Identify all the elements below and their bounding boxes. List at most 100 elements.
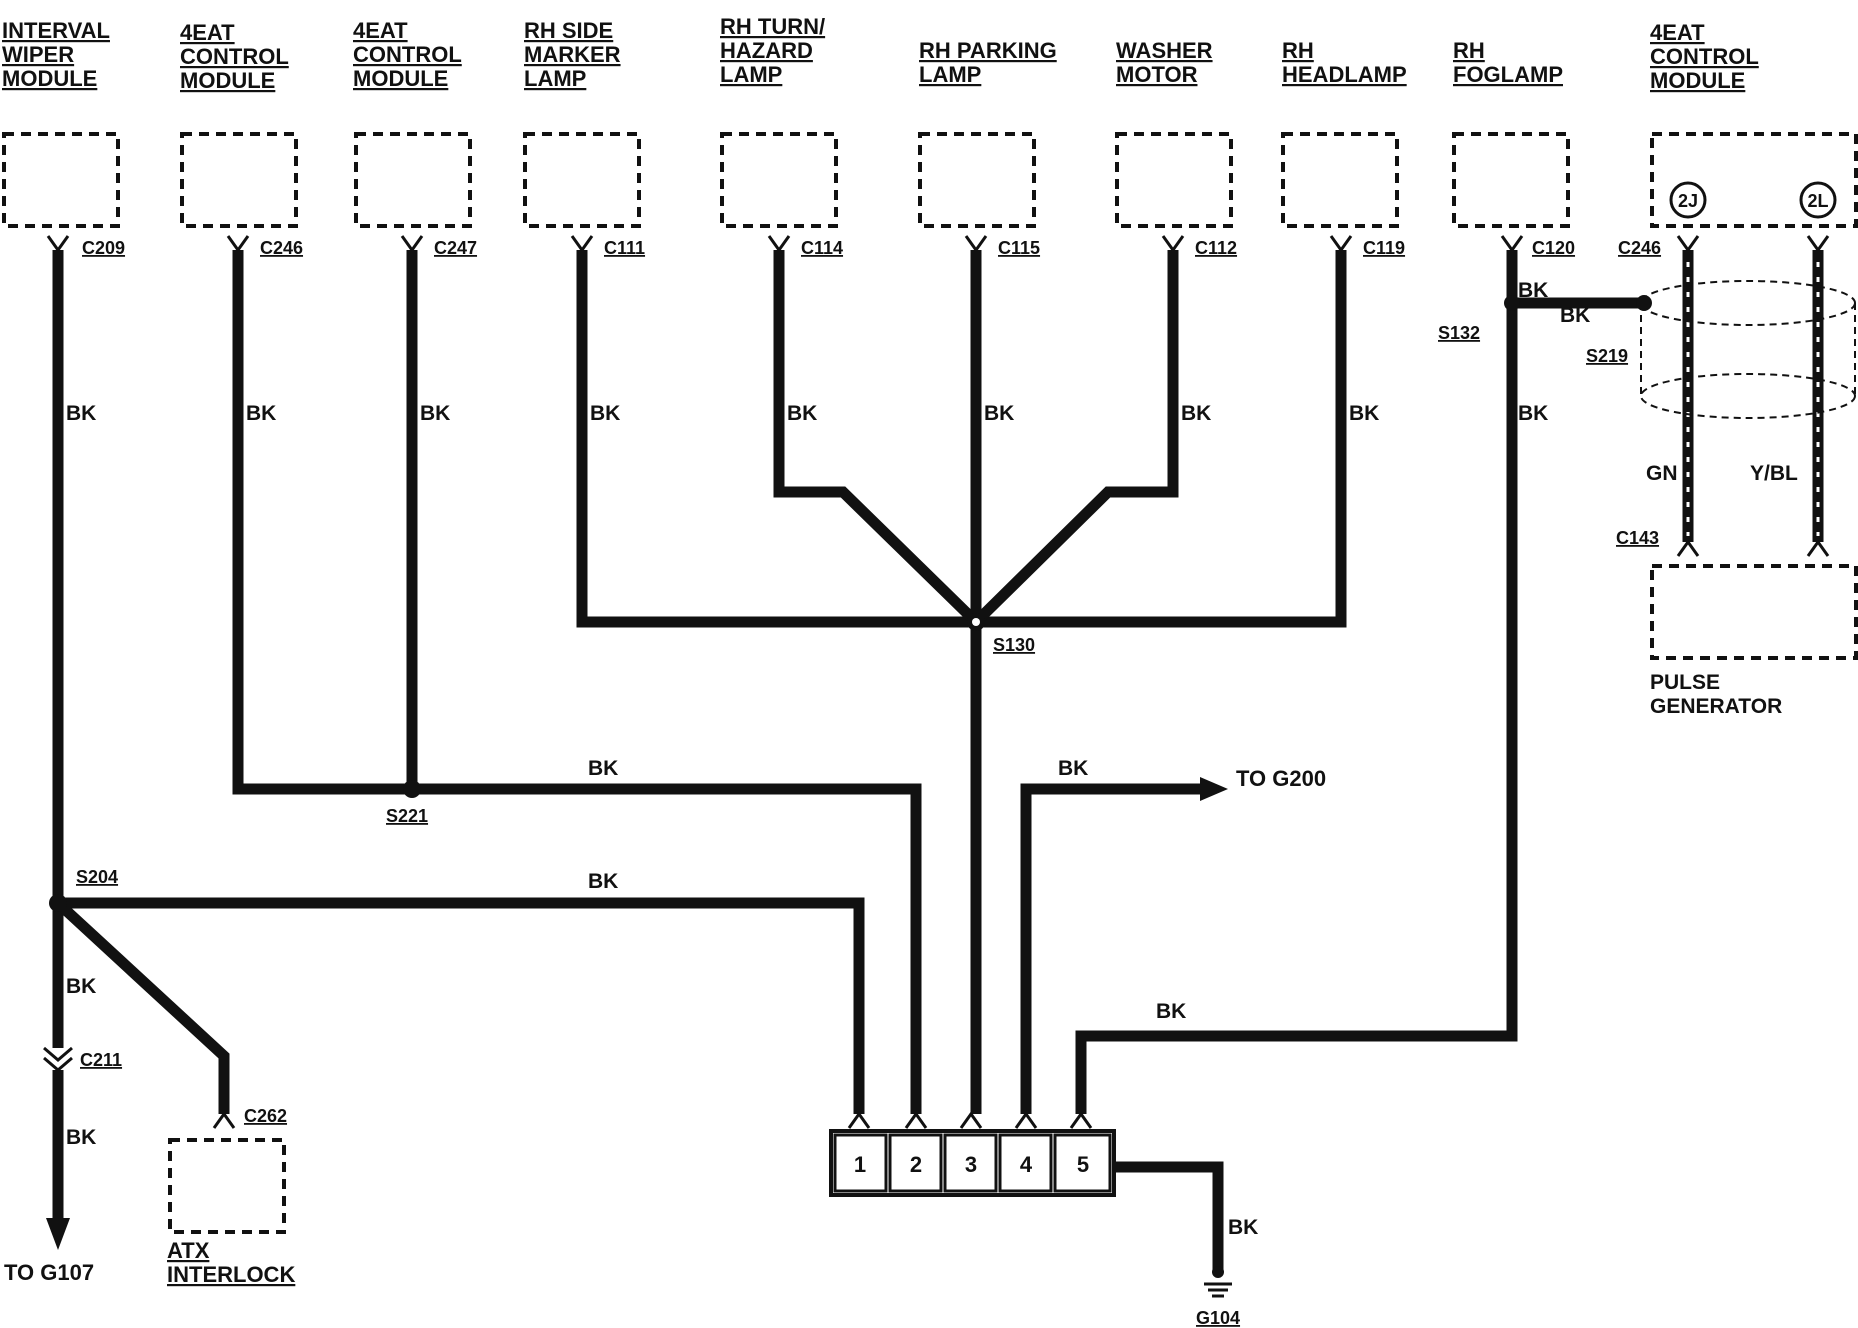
- wire-c120-s132-terminal-5: [1075, 250, 1518, 1114]
- rh-parking-lamp-box: [918, 132, 1036, 228]
- title-line: RH: [1453, 38, 1485, 63]
- connector-c262-label: C262: [244, 1106, 287, 1126]
- connector-c143-gn-symbol: [1676, 539, 1700, 557]
- title-line: MOTOR: [1116, 62, 1198, 87]
- destination-g200-label: TO G200: [1236, 766, 1326, 791]
- wire-c114-s130: [773, 250, 980, 626]
- wire-label-bk: BK: [588, 757, 618, 780]
- connector-c143-label: C143: [1616, 528, 1659, 548]
- wire-label-bk: BK: [246, 402, 276, 425]
- title-line: MODULE: [2, 66, 97, 91]
- 4eat-control-module-a-box: [180, 132, 298, 228]
- wire-color-labels: BK BK BK BK BK BK BK BK BK BK BK BK BK B…: [66, 279, 1798, 1239]
- title-line: CONTROL: [180, 44, 289, 69]
- connector-c111-label: C111: [604, 238, 645, 258]
- arrow-to-g200-icon: [1200, 777, 1228, 801]
- wire-c112-s130: [972, 250, 1179, 626]
- rh-side-marker-lamp-box: [523, 132, 641, 228]
- connector-c262-symbol: [212, 1111, 236, 1129]
- connector-c246-symbol: [226, 235, 250, 253]
- shield-cylinder: [1640, 280, 1856, 419]
- connector-c114-symbol: [767, 235, 791, 253]
- connector-c120-symbol: [1500, 235, 1524, 253]
- terminal-1-symbol: [847, 1111, 871, 1129]
- destination-g107-label: TO G107: [4, 1260, 94, 1285]
- splice-s130-label: S130: [993, 635, 1035, 655]
- atx-interlock-box: [168, 1138, 286, 1234]
- ground-g104-label: G104: [1196, 1308, 1240, 1328]
- terminal-4-symbol: [1014, 1111, 1038, 1129]
- wire-label-bk: BK: [1228, 1216, 1258, 1239]
- title-4eat-control-module-c: 4EAT CONTROL MODULE: [1650, 20, 1759, 93]
- interval-wiper-module-box: [2, 132, 120, 228]
- title-line: MODULE: [1650, 68, 1745, 93]
- connector-c211-upper: [43, 1046, 73, 1062]
- splice-s221-dot: [403, 780, 421, 798]
- wire-label-bk: BK: [1560, 304, 1590, 327]
- connector-c120-label: C120: [1532, 238, 1575, 258]
- wire-terminal-4-g200: [1020, 783, 1206, 1114]
- title-line: HEADLAMP: [1282, 62, 1407, 87]
- title-line: MODULE: [180, 68, 275, 93]
- splice-s204-label: S204: [76, 867, 118, 887]
- title-line: INTERVAL: [2, 18, 110, 43]
- splice-s219-dot: [1636, 295, 1652, 311]
- wire-label-bk: BK: [1518, 402, 1548, 425]
- connector-c112-label: C112: [1195, 238, 1237, 258]
- terminal-1-label: 1: [854, 1152, 866, 1177]
- rh-foglamp-box: [1452, 132, 1570, 228]
- terminal-5-symbol: [1069, 1111, 1093, 1129]
- wire-label-ybl: Y/BL: [1750, 462, 1798, 485]
- splice-s219-label: S219: [1586, 346, 1628, 366]
- terminal-3-cell: [943, 1133, 998, 1193]
- title-rh-side-marker-lamp: RH SIDE MARKER LAMP: [524, 18, 621, 91]
- title-line: WASHER: [1116, 38, 1213, 63]
- connector-c246-label: C246: [260, 238, 303, 258]
- pin-2l-label: 2L: [1807, 191, 1828, 211]
- pin-2l: 2L: [1799, 181, 1837, 219]
- title-line: PULSE: [1650, 671, 1720, 694]
- title-line: 4EAT: [180, 20, 235, 45]
- wire-s204-c262: [54, 898, 230, 1114]
- rh-headlamp-box: [1281, 132, 1399, 228]
- title-line: WIPER: [2, 42, 74, 67]
- wire-s204-terminal-1: [58, 897, 865, 1114]
- title-rh-headlamp: RH HEADLAMP: [1282, 38, 1407, 87]
- splice-s132-dot: [1504, 295, 1520, 311]
- shield-bottom-ellipse: [1640, 373, 1856, 419]
- title-line: LAMP: [524, 66, 586, 91]
- title-line: CONTROL: [1650, 44, 1759, 69]
- title-line: LAMP: [720, 62, 782, 87]
- title-rh-parking-lamp: RH PARKING LAMP: [919, 38, 1057, 87]
- wire-label-bk: BK: [66, 1126, 96, 1149]
- wire-label-gn: GN: [1646, 462, 1678, 485]
- wire-c246-s221-terminal-2: [232, 250, 922, 1114]
- connector-c115-symbol: [964, 235, 988, 253]
- wire-label-bk: BK: [787, 402, 817, 425]
- title-rh-foglamp: RH FOGLAMP: [1453, 38, 1563, 87]
- 4eat-control-module-c-box: [1650, 132, 1858, 228]
- title-line: INTERLOCK: [167, 1262, 295, 1287]
- wire-label-bk: BK: [590, 402, 620, 425]
- wire-label-bk: BK: [1156, 1000, 1186, 1023]
- splice-s221-label: S221: [386, 806, 428, 826]
- connector-c247-label: C247: [434, 238, 477, 258]
- pulse-generator-box: [1650, 564, 1858, 660]
- wire-label-bk: BK: [1058, 757, 1088, 780]
- wire-label-bk: BK: [984, 402, 1014, 425]
- title-line: 4EAT: [353, 18, 408, 43]
- wire-label-bk: BK: [588, 870, 618, 893]
- terminal-3-symbol: [959, 1111, 983, 1129]
- connector-c119-label: C119: [1363, 238, 1405, 258]
- 4eat-control-module-b-box: [354, 132, 472, 228]
- connector-c111-symbol: [570, 235, 594, 253]
- washer-motor-box: [1115, 132, 1233, 228]
- terminal-2-cell: [888, 1133, 943, 1193]
- terminal-3-label: 3: [965, 1152, 977, 1177]
- terminal-5-cell: [1053, 1133, 1112, 1193]
- connector-c143-ybl-symbol: [1806, 539, 1830, 557]
- title-line: CONTROL: [353, 42, 462, 67]
- connector-c246-b-label: C246: [1618, 238, 1661, 258]
- terminal-4-cell: [998, 1133, 1053, 1193]
